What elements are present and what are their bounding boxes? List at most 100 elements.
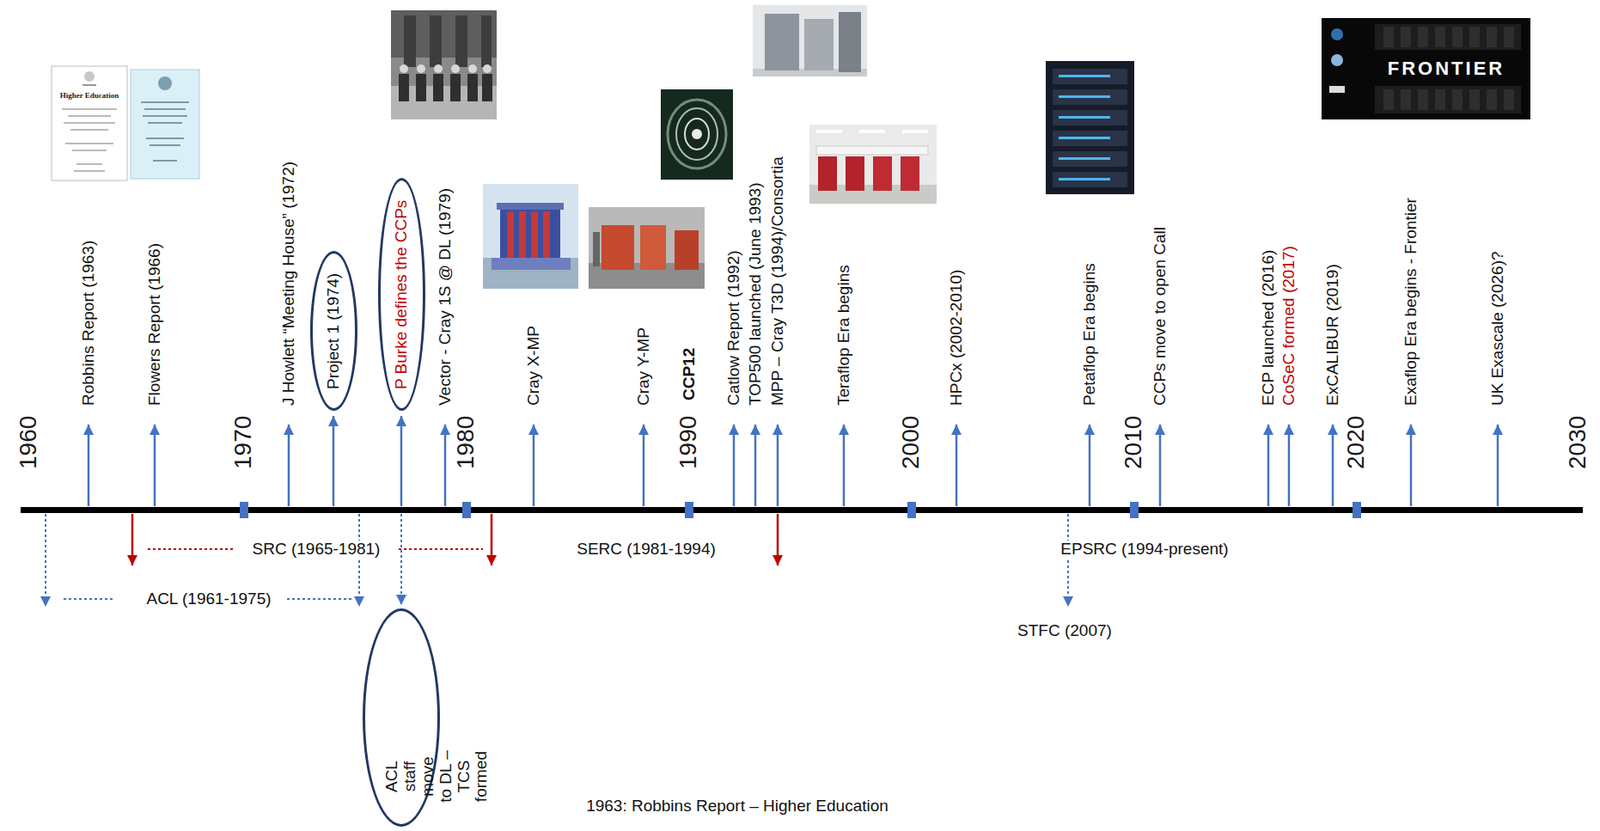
rack-row <box>1052 171 1128 188</box>
council-arrow <box>776 513 780 566</box>
event-arrow <box>153 424 157 507</box>
frontier-photo <box>1321 18 1531 120</box>
note-text: 1963: Robbins Report – Higher Education <box>582 797 892 816</box>
event-arrow <box>1267 424 1271 507</box>
event-arrow <box>400 415 404 507</box>
cabinet <box>900 156 920 191</box>
decade-tick <box>1129 501 1139 519</box>
person-head <box>416 64 426 74</box>
text-line <box>144 108 186 110</box>
cabinet <box>403 15 416 68</box>
period-span <box>63 598 116 600</box>
rack-row <box>1052 109 1128 126</box>
ellipse-text: Project 1 (1974) <box>324 272 343 389</box>
event-label: ECP launched (2016) <box>1259 250 1278 406</box>
cabinet <box>481 15 492 68</box>
cabinet <box>1435 89 1446 110</box>
year-label: 1990 <box>675 415 703 470</box>
year-label: 1960 <box>15 415 43 470</box>
rack-row <box>1052 151 1128 167</box>
photo-ground <box>482 183 579 289</box>
period-label: ACL (1961-1975) <box>142 590 275 609</box>
cover-page <box>660 89 733 180</box>
event-arrow <box>754 424 758 507</box>
event-label: Flowers Report (1966) <box>146 243 165 406</box>
machine-top <box>816 146 929 155</box>
period-span <box>287 598 353 600</box>
event-arrow <box>642 424 646 507</box>
text-line <box>142 115 188 117</box>
period-label: SRC (1965-1981) <box>249 540 385 559</box>
text-line <box>82 84 97 86</box>
cabinet <box>601 225 635 270</box>
cabinet <box>640 225 666 270</box>
cray-ymp-photo <box>588 207 705 289</box>
event-arrow <box>287 424 291 507</box>
event-label: Teraflop Era begins <box>835 264 854 406</box>
person-head <box>482 64 492 74</box>
cabinet <box>1452 89 1463 110</box>
cabinet <box>1435 26 1446 48</box>
event-arrow <box>532 424 536 507</box>
cabinet <box>838 12 862 73</box>
year-label: 2020 <box>1343 415 1370 470</box>
photo-ground <box>588 207 705 289</box>
decade-tick <box>1352 501 1362 519</box>
event-arrow <box>1410 424 1413 507</box>
cover-pattern <box>691 128 703 140</box>
text-line <box>76 163 103 165</box>
ellipse-node: P Burke defines the CCPs <box>378 177 426 411</box>
logo-mark <box>1329 85 1345 93</box>
cover-page <box>51 66 128 181</box>
event-arrows <box>88 415 1498 507</box>
machine-seat <box>491 257 571 270</box>
machine-panel <box>519 211 526 262</box>
event-label: UK Exascale (2026)? <box>1489 250 1508 406</box>
machine-panel <box>531 211 538 262</box>
rack-light <box>1058 74 1111 78</box>
ceiling-light <box>859 129 886 134</box>
machine-panel <box>506 211 514 262</box>
person-head <box>451 64 460 74</box>
event-arrow <box>732 424 736 507</box>
machine-panel <box>543 211 550 262</box>
cabinet <box>764 13 800 71</box>
rack-light <box>1058 157 1111 160</box>
event-label: MPP – Cray T3D (1994)/Consortia <box>769 156 788 406</box>
cabinet <box>1383 89 1394 110</box>
year-label: 1980 <box>452 415 480 470</box>
document-title: Higher Education <box>60 91 120 101</box>
event-label: Cray X-MP <box>525 325 544 406</box>
person-body <box>482 73 493 102</box>
event-arrow <box>1088 424 1092 507</box>
person-body <box>433 73 444 102</box>
council-arrow <box>131 513 135 566</box>
rack-light <box>1058 136 1111 140</box>
text-line <box>72 149 107 152</box>
photo-ground <box>390 10 497 120</box>
cray-xmp-photo <box>482 183 579 289</box>
lab-arrow <box>1067 513 1069 607</box>
event-label: Exaflop Era begins - Frontier <box>1402 197 1421 406</box>
text-line <box>73 170 105 172</box>
event-arrow <box>1496 424 1500 507</box>
event-arrow <box>87 424 91 507</box>
ceiling-light <box>816 129 843 134</box>
person-body <box>450 73 461 102</box>
photo-ground <box>1045 61 1135 195</box>
event-arrow <box>842 424 846 507</box>
event-arrow <box>444 424 447 507</box>
year-label: 2000 <box>897 415 925 470</box>
event-arrow <box>332 415 336 507</box>
rack-photo <box>1045 61 1135 195</box>
event-arrow <box>776 424 780 507</box>
photo-floor <box>482 257 579 289</box>
event-label: Petaflop Era begins <box>1080 262 1100 406</box>
rack-light <box>1058 116 1111 119</box>
cover-pattern <box>684 118 709 150</box>
crest <box>158 76 172 91</box>
event-arrow <box>1288 424 1291 507</box>
machine-top <box>496 202 564 210</box>
cabinet <box>1486 26 1497 48</box>
